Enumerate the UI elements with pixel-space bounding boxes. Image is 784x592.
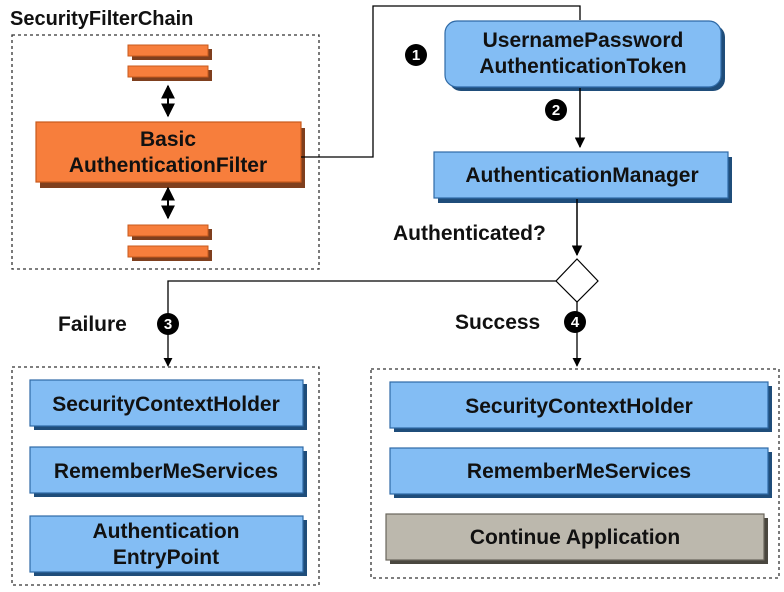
- filter-bar-bottom-2: [127, 245, 209, 258]
- filter-bar-top-1: [127, 44, 209, 57]
- basic-authentication-filter-label-2: AuthenticationFilter: [69, 154, 267, 177]
- failure-remember-me-services: [29, 446, 304, 494]
- step-2-badge: [545, 99, 567, 121]
- step-4-badge: [564, 311, 586, 333]
- step-1-number: 1: [412, 47, 420, 64]
- success-container: [370, 368, 780, 579]
- continue-application-label: Continue Application: [470, 526, 680, 549]
- success-label: Success: [455, 311, 540, 334]
- basic-authentication-filter: [35, 121, 302, 183]
- token-label-1: UsernamePassword: [483, 29, 684, 52]
- filter-bar-top-2: [127, 65, 209, 78]
- failure-label: Failure: [58, 313, 127, 336]
- failure-security-context-holder: [29, 379, 304, 427]
- token-label-2: AuthenticationToken: [479, 55, 686, 78]
- username-password-token: [444, 20, 722, 88]
- failure-security-context-holder-label: SecurityContextHolder: [52, 393, 280, 416]
- failure-branch-arrow: [163, 280, 556, 367]
- success-remember-me-services-label: RememberMeServices: [467, 460, 691, 483]
- basic-authentication-filter-label-1: Basic: [140, 128, 196, 151]
- authenticated-decision: [555, 258, 599, 303]
- step-4-number: 4: [571, 314, 580, 331]
- step-3-badge: [157, 313, 179, 335]
- filter-to-token-connector: [301, 5, 581, 158]
- failure-container: [11, 366, 320, 586]
- success-remember-me-services: [389, 447, 769, 495]
- authentication-entry-point-label-2: EntryPoint: [113, 546, 219, 569]
- step-1-badge: [405, 44, 427, 66]
- continue-application: [385, 513, 765, 561]
- authentication-entry-point-label-1: Authentication: [93, 520, 240, 543]
- step-2-number: 2: [552, 102, 560, 119]
- authentication-manager: [433, 151, 729, 199]
- authentication-manager-label: AuthenticationManager: [465, 164, 698, 187]
- success-security-context-holder-label: SecurityContextHolder: [465, 395, 693, 418]
- filter-bar-bottom-1: [127, 224, 209, 237]
- security-filter-chain-title: SecurityFilterChain: [10, 8, 193, 30]
- authenticated-question: Authenticated?: [393, 222, 546, 245]
- success-security-context-holder: [389, 381, 769, 429]
- step-3-number: 3: [164, 316, 172, 333]
- failure-remember-me-services-label: RememberMeServices: [54, 460, 278, 483]
- authentication-entry-point: [29, 515, 304, 573]
